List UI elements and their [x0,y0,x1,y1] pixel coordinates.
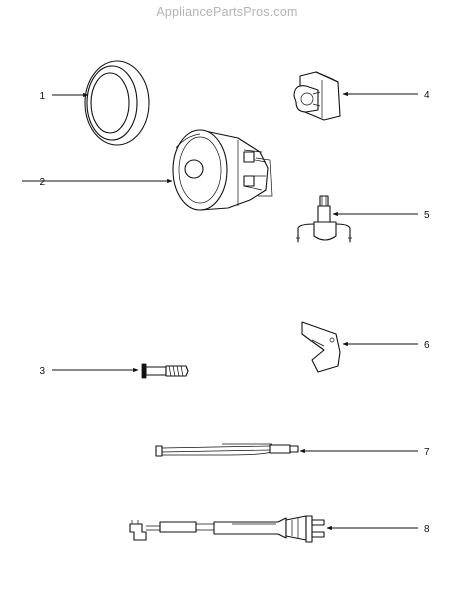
part-number-label: 7 [424,447,430,458]
part-number-label: 5 [424,210,430,221]
watermark: AppliancePartsPros.com [156,5,297,19]
part-4-bracket [293,71,341,121]
part-number-label: 3 [39,366,45,377]
part-5-bulb-socket [296,195,352,243]
part-3-bolt [141,363,189,379]
part-number-label: 6 [424,340,430,351]
part-number-label: 1 [39,91,45,102]
part-2-motor [172,129,273,211]
part-8-power-cord [129,515,325,543]
part-number-label: 2 [39,177,45,188]
part-1-ring [84,60,150,146]
part-number-label: 4 [424,90,430,101]
part-7-wire-harness [155,443,299,457]
part-number-label: 8 [424,524,430,535]
part-6-clip [301,321,341,373]
